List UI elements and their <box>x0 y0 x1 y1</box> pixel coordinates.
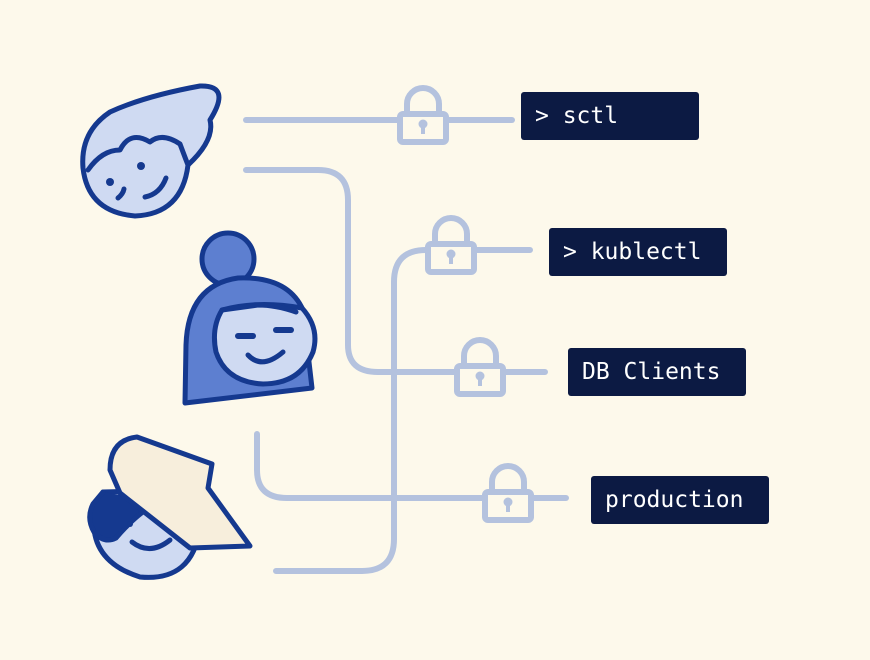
lock-icon <box>425 215 477 275</box>
lock-icon <box>482 463 534 523</box>
person-1-icon <box>80 83 222 219</box>
connector-user2-kubectl <box>273 247 533 574</box>
connector-user3-production <box>254 431 569 501</box>
lock-icon <box>454 337 506 397</box>
target-db-clients[interactable]: DB Clients <box>568 348 746 396</box>
target-production[interactable]: production <box>591 476 769 524</box>
connector-user1-dbclients <box>243 167 548 375</box>
target-kubectl[interactable]: > kublectl <box>549 228 727 276</box>
person-3-icon <box>87 434 253 580</box>
lock-icon <box>397 85 449 145</box>
person-2-icon <box>182 230 318 406</box>
target-sctl[interactable]: > sctl <box>521 92 699 140</box>
